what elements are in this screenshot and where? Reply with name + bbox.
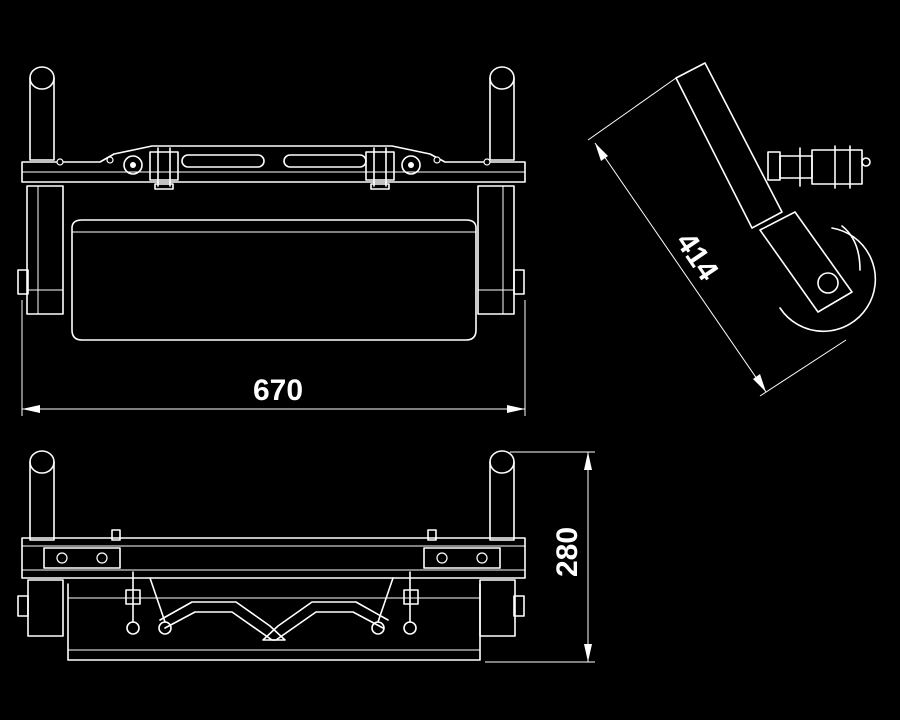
front-roller xyxy=(67,583,481,661)
dimension-diagonal: 414 xyxy=(587,77,847,397)
dimension-height: 280 xyxy=(485,451,595,663)
front-view xyxy=(17,450,526,661)
side-mount xyxy=(767,145,871,189)
height-dimension-label: 280 xyxy=(551,527,584,577)
right-post xyxy=(477,66,525,315)
linkage-arms xyxy=(125,571,419,641)
left-post xyxy=(17,66,64,315)
width-dimension-label: 670 xyxy=(253,374,303,407)
front-frame xyxy=(21,529,526,579)
adjustment-slots xyxy=(181,154,367,168)
cross-beam xyxy=(21,145,526,183)
side-fork xyxy=(759,211,853,313)
dimension-width: 670 xyxy=(21,300,526,416)
top-view xyxy=(17,66,526,341)
roller xyxy=(71,219,477,341)
side-view xyxy=(675,62,877,333)
left-clamp xyxy=(123,147,179,190)
side-wheel xyxy=(779,225,877,333)
front-right-post xyxy=(479,450,525,637)
side-tube xyxy=(675,62,783,229)
front-left-post xyxy=(17,450,64,637)
diagonal-dimension-label: 414 xyxy=(669,227,725,287)
right-clamp xyxy=(365,147,421,190)
